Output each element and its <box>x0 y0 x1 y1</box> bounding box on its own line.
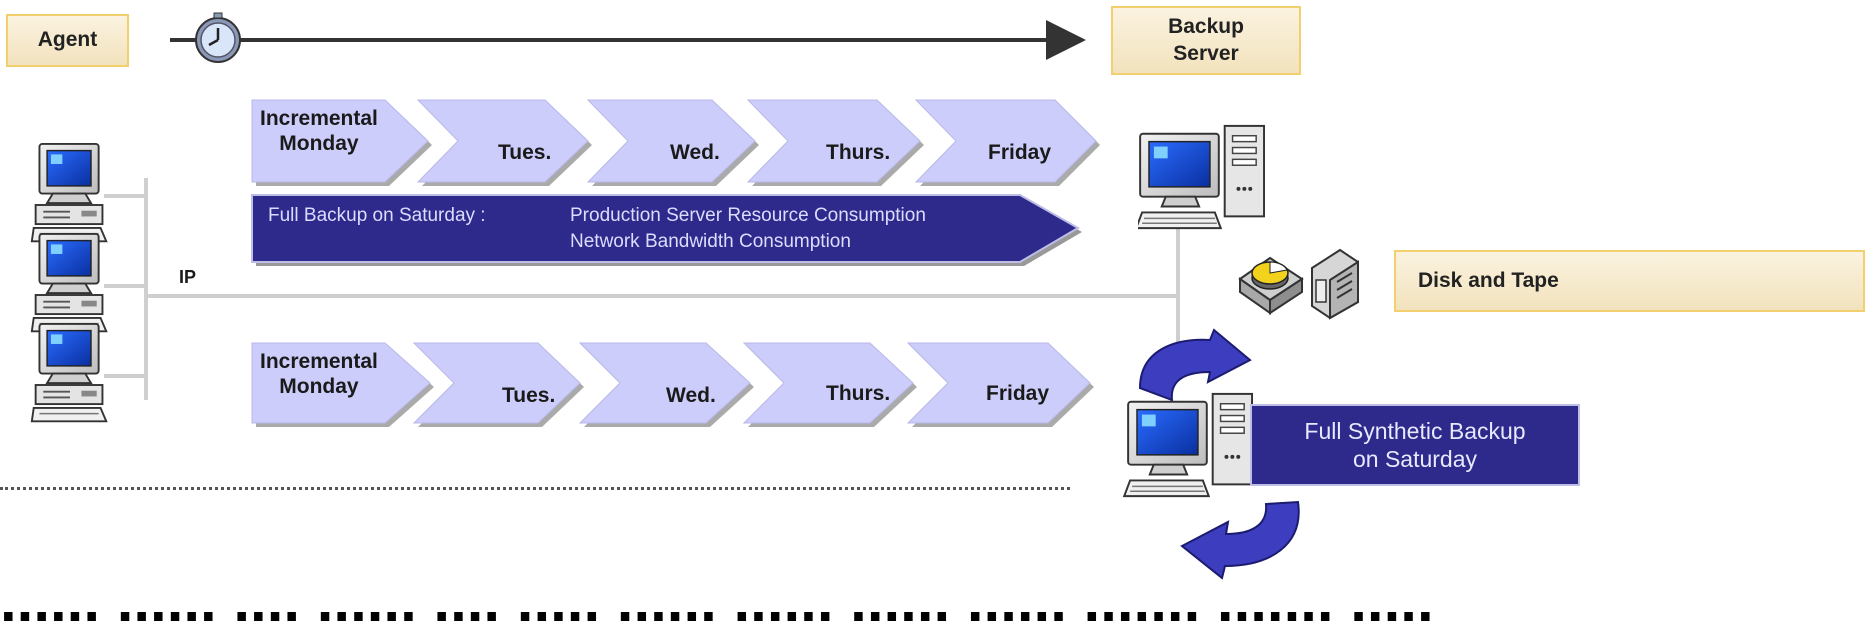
full-backup-title: Full Backup on Saturday : <box>268 205 486 226</box>
chevron-shape <box>251 342 431 424</box>
ip-label: IP <box>179 267 197 287</box>
cycle-arrow-top-icon <box>1138 328 1252 402</box>
chevron-shape <box>746 99 921 183</box>
clock-icon <box>195 12 241 63</box>
agent-label-box: Agent <box>6 14 129 67</box>
chevron-shape <box>914 99 1097 183</box>
full-backup-line2: Network Bandwidth Consumption <box>570 231 851 252</box>
footer-caption: ...... ...... .... ...... .... ..... ...… <box>0 567 1434 630</box>
bottom-chevron-label-friday: Friday <box>986 382 1050 405</box>
bottom-chevron-label-thurs: Thurs. <box>826 382 891 405</box>
full-synthetic-backup-box: Full Synthetic Backup on Saturday <box>1250 404 1580 486</box>
bottom-schedule-chevrons <box>251 342 1094 427</box>
full-backup-line1: Production Server Resource Consumption <box>570 205 926 226</box>
chevron-shape <box>416 99 589 183</box>
chevron-shape <box>906 342 1091 424</box>
chevron-shape <box>412 342 581 424</box>
bottom-chevron-label-wed: Wed. <box>666 384 716 407</box>
chevron-shape <box>742 342 914 424</box>
top-chevron-label-monday: Incremental Monday <box>260 107 378 155</box>
chevron-shape <box>251 99 429 183</box>
chevron-shape <box>586 99 756 183</box>
top-chevron-label-thurs: Thurs. <box>826 141 891 164</box>
disk-storage-icon <box>1238 256 1304 315</box>
full-backup-arrow <box>251 194 1082 266</box>
dotted-separator <box>0 487 1070 490</box>
synthetic-server-icon <box>1123 392 1254 498</box>
client-computer-icon <box>30 142 108 243</box>
top-chevron-label-tues: Tues. <box>498 141 552 164</box>
top-schedule-chevrons <box>251 99 1100 186</box>
top-chevron-label-friday: Friday <box>988 141 1052 164</box>
bottom-chevron-label-monday: Incremental Monday <box>260 350 378 398</box>
backup-server-label-box: Backup Server <box>1111 6 1301 75</box>
bottom-chevron-label-tues: Tues. <box>502 384 556 407</box>
client-computer-icon <box>30 322 108 423</box>
chevron-shape <box>578 342 751 424</box>
top-chevron-label-wed: Wed. <box>670 141 720 164</box>
disk-and-tape-label-box: Disk and Tape <box>1394 250 1865 312</box>
client-computer-icon <box>30 232 108 333</box>
backup-server-icon <box>1138 124 1266 230</box>
cycle-arrow-bottom-icon <box>1180 500 1300 580</box>
tape-library-icon <box>1311 248 1359 320</box>
